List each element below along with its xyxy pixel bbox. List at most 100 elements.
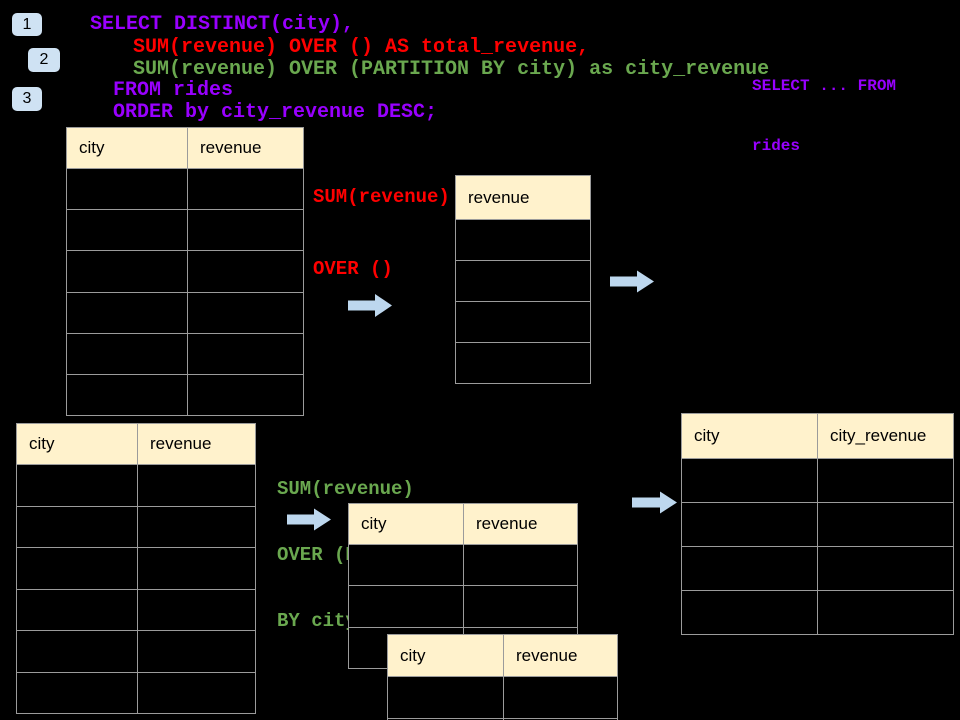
arrow-right-icon	[287, 508, 331, 531]
table-header-row: city revenue	[349, 504, 577, 544]
table-cell	[188, 169, 303, 209]
table-row	[682, 458, 953, 502]
table-cell	[349, 545, 464, 586]
column-header: revenue	[468, 187, 530, 207]
table-row	[456, 260, 590, 301]
table-cell	[67, 292, 188, 333]
table-row	[349, 585, 577, 627]
table-cell	[138, 548, 255, 589]
table-cell	[456, 302, 590, 342]
table-cell	[67, 374, 188, 416]
table-cell	[464, 545, 577, 585]
arrow-right-icon	[348, 294, 392, 317]
table-cell	[138, 631, 255, 672]
table-row	[17, 671, 255, 714]
column-header: city_revenue	[830, 426, 927, 445]
table-row	[17, 547, 255, 589]
table-cell	[17, 589, 138, 630]
table-cell	[349, 586, 464, 627]
table-cell	[456, 220, 590, 260]
table-row	[456, 342, 590, 383]
sql-line-sum-total: SUM(revenue) OVER () AS total_revenue,	[133, 36, 590, 59]
table-row	[388, 717, 617, 720]
table-header-row: city revenue	[388, 635, 617, 676]
table-cell	[818, 459, 953, 502]
table-cell	[188, 293, 303, 333]
table-cell	[17, 672, 138, 713]
table-final-result: city city_revenue	[681, 413, 954, 635]
table-cell	[682, 591, 818, 634]
table-cell	[17, 548, 138, 589]
column-header: city	[17, 424, 138, 464]
arrow-right-icon	[610, 270, 654, 293]
table-header-row: city revenue	[17, 424, 255, 464]
table-header-row: city city_revenue	[682, 414, 953, 458]
table-row	[67, 168, 303, 210]
sql-line-select: SELECT DISTINCT(city),	[90, 13, 355, 36]
table-source-bottom: city revenue	[16, 423, 256, 714]
table-row	[67, 291, 303, 333]
table-cell	[138, 465, 255, 506]
table-row	[17, 588, 255, 631]
column-header: revenue	[200, 138, 262, 157]
table-source-top: city revenue	[66, 127, 304, 416]
table-row	[17, 464, 255, 506]
side-note-line: rides	[752, 137, 801, 155]
table-row	[456, 301, 590, 342]
table-cell	[67, 333, 188, 374]
column-header: city	[349, 504, 464, 544]
column-header: revenue	[150, 434, 212, 453]
table-cell	[17, 506, 138, 547]
table-row	[67, 332, 303, 374]
step-badge-1: 1	[12, 13, 42, 36]
table-cell	[682, 459, 818, 502]
table-cell	[456, 343, 590, 383]
table-row	[388, 676, 617, 718]
table-cell	[188, 210, 303, 250]
table-cell	[818, 503, 953, 546]
table-cell	[456, 261, 590, 301]
table-cell	[818, 547, 953, 590]
column-header: city	[682, 414, 818, 458]
table-row	[17, 630, 255, 672]
table-row	[17, 505, 255, 548]
sql-line-sum-partition: SUM(revenue) OVER (PARTITION BY city) as…	[133, 58, 770, 81]
side-note: SELECT ... FROM rides	[752, 36, 896, 196]
column-header: revenue	[516, 645, 578, 665]
window-total-label: SUM(revenue) OVER ()	[313, 137, 450, 329]
table-cell	[682, 547, 818, 590]
table-cell	[138, 673, 255, 714]
table-row	[682, 590, 953, 634]
window-total-label-line: SUM(revenue)	[313, 186, 450, 208]
table-cell	[138, 507, 255, 548]
table-row	[682, 546, 953, 590]
sql-line-from: FROM rides	[113, 79, 234, 102]
step-badge-2: 2	[28, 48, 60, 72]
table-cell	[464, 586, 577, 626]
table-cell	[138, 590, 255, 631]
table-cell	[67, 169, 188, 210]
table-cell	[188, 375, 303, 415]
column-header: city	[67, 128, 188, 168]
table-cell	[17, 631, 138, 672]
table-row	[67, 250, 303, 292]
column-header: revenue	[476, 514, 538, 533]
table-row	[349, 544, 577, 586]
table-cell	[17, 465, 138, 506]
table-cell	[388, 718, 504, 720]
table-cell	[67, 251, 188, 292]
column-header: city	[388, 635, 504, 676]
table-row	[456, 219, 590, 260]
table-cell	[818, 591, 953, 634]
window-total-label-line: OVER ()	[313, 258, 393, 280]
table-total-result: revenue	[455, 175, 591, 384]
table-cell	[504, 677, 617, 718]
table-row	[67, 209, 303, 251]
side-note-line: SELECT ... FROM	[752, 77, 897, 95]
table-cell	[388, 677, 504, 718]
table-cell	[67, 210, 188, 251]
table-row	[67, 373, 303, 416]
table-cell	[188, 334, 303, 374]
sql-line-order-by: ORDER by city_revenue DESC;	[113, 101, 438, 124]
